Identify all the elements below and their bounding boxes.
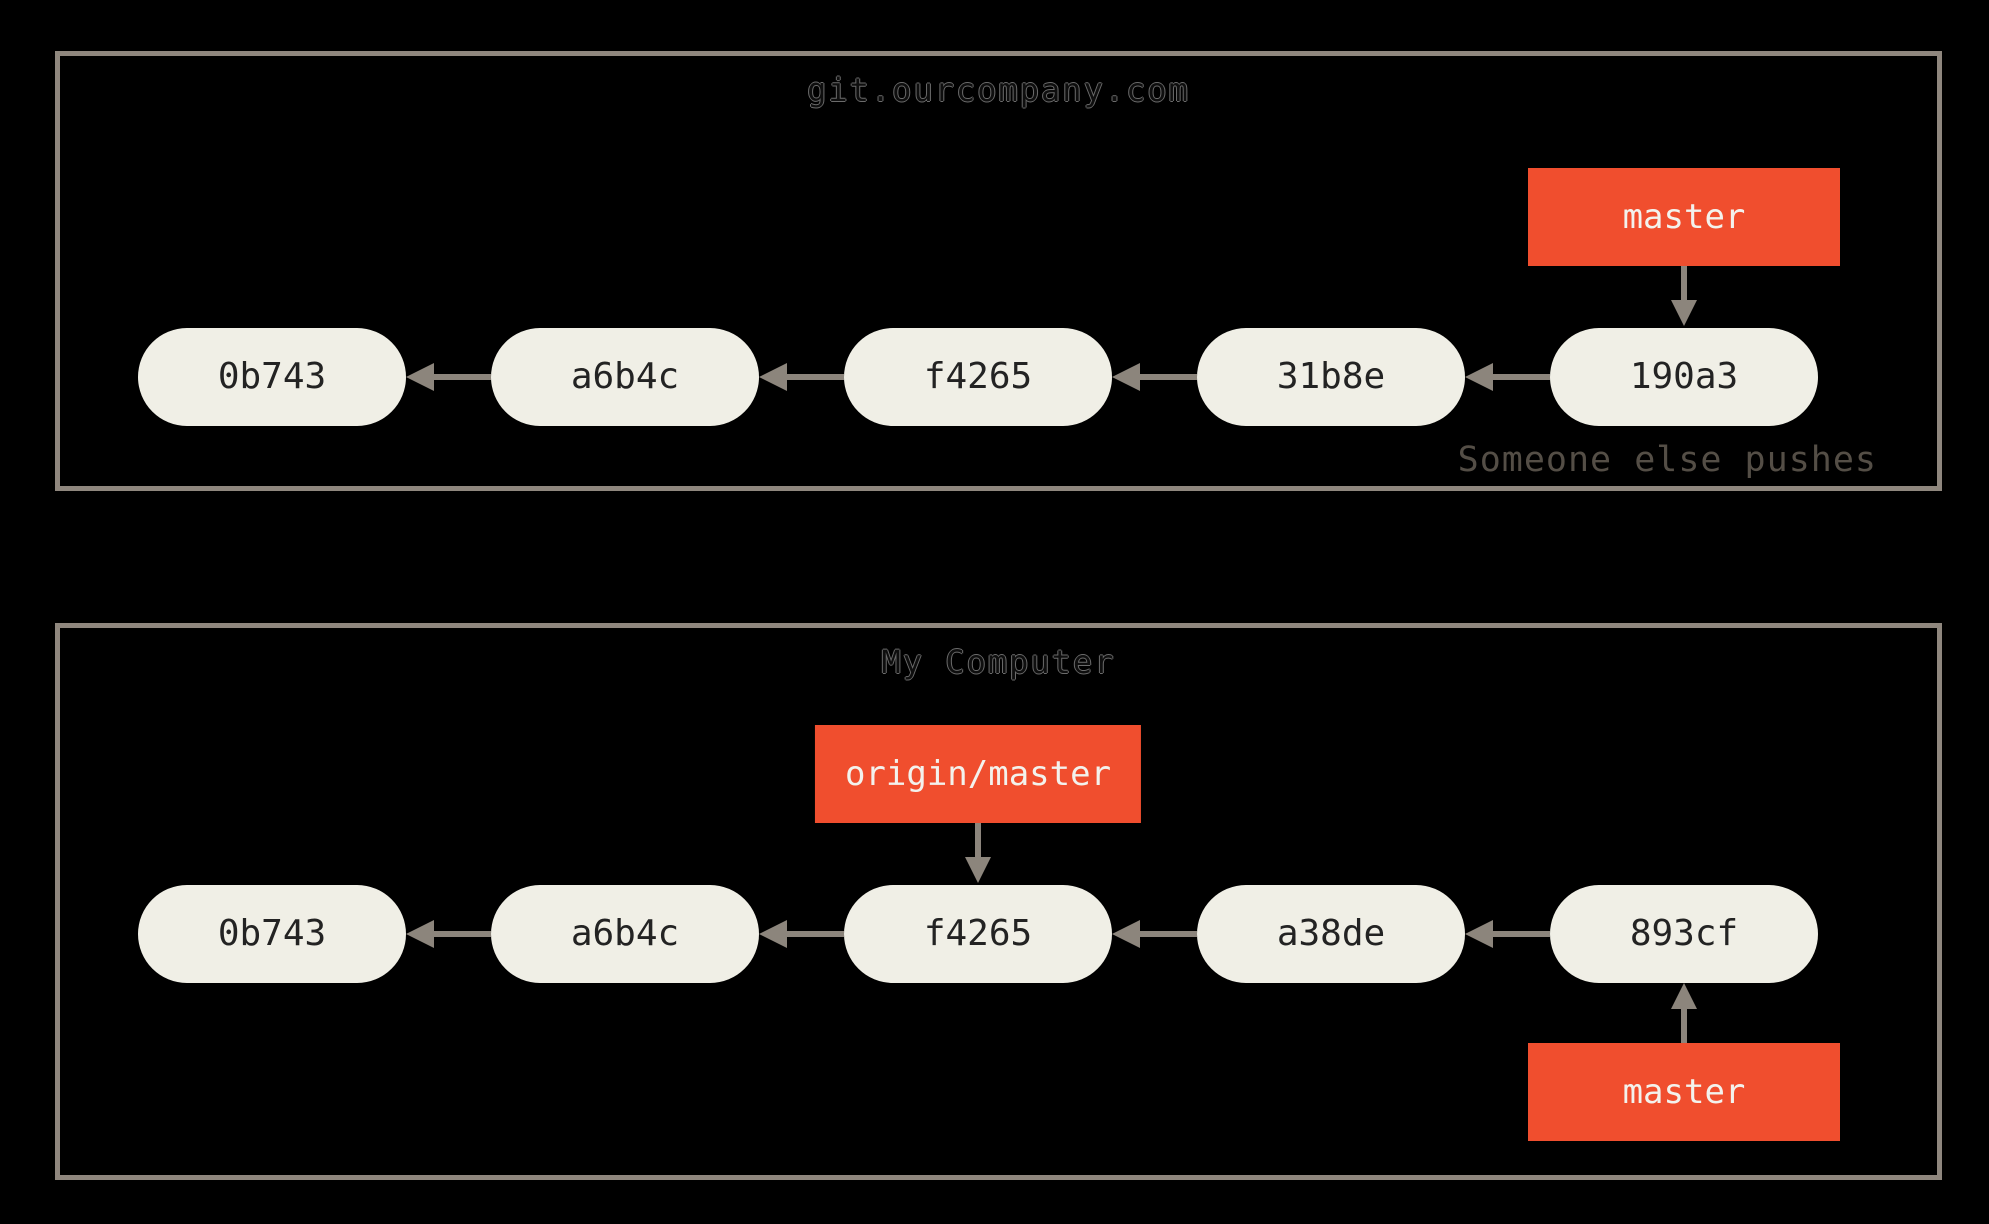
- arrow-stem: [432, 931, 491, 937]
- arrow-stem: [1138, 931, 1197, 937]
- arrowhead-left-icon: [1112, 363, 1140, 391]
- remote-repo-box: git.ourcompany.com 0b743 a6b4c f4265 31b8e 1…: [55, 51, 1942, 491]
- branch-arrow-stem: [1681, 1007, 1687, 1043]
- arrowhead-left-icon: [1465, 363, 1493, 391]
- commit-node-f4265: f4265: [844, 885, 1112, 983]
- arrowhead-left-icon: [759, 363, 787, 391]
- arrowhead-down-icon: [965, 857, 991, 883]
- remote-repo-title: git.ourcompany.com: [807, 71, 1190, 109]
- arrow-stem: [432, 374, 491, 380]
- local-commit-row: 0b743 a6b4c f4265 a38de 893cf: [138, 885, 1818, 983]
- commit-node-a6b4c: a6b4c: [491, 885, 759, 983]
- parent-arrow: [1465, 328, 1550, 426]
- branch-label-origin-master: origin/master: [814, 725, 1142, 823]
- arrowhead-left-icon: [406, 920, 434, 948]
- arrowhead-left-icon: [1465, 920, 1493, 948]
- arrow-stem: [1138, 374, 1197, 380]
- parent-arrow: [406, 885, 491, 983]
- arrowhead-left-icon: [1112, 920, 1140, 948]
- commit-node-190a3: 190a3: [1550, 328, 1818, 426]
- commit-node-a38de: a38de: [1197, 885, 1465, 983]
- arrow-stem: [785, 931, 844, 937]
- parent-arrow: [759, 328, 844, 426]
- branch-label-master: master: [1528, 1043, 1840, 1141]
- branch-label-master: master: [1528, 168, 1840, 266]
- arrow-stem: [1491, 931, 1550, 937]
- arrow-stem: [1491, 374, 1550, 380]
- arrow-stem: [785, 374, 844, 380]
- parent-arrow: [1112, 328, 1197, 426]
- parent-arrow: [406, 328, 491, 426]
- parent-arrow: [1112, 885, 1197, 983]
- arrowhead-left-icon: [406, 363, 434, 391]
- commit-node-0b743: 0b743: [138, 328, 406, 426]
- local-repo-title: My Computer: [881, 643, 1116, 681]
- parent-arrow: [759, 885, 844, 983]
- commit-node-0b743: 0b743: [138, 885, 406, 983]
- someone-else-pushes-caption: Someone else pushes: [1457, 440, 1877, 480]
- local-repo-box: My Computer 0b743 a6b4c f4265 a38de 893cf or…: [55, 623, 1942, 1180]
- branch-arrow-stem: [1681, 266, 1687, 302]
- arrowhead-left-icon: [759, 920, 787, 948]
- remote-commit-row: 0b743 a6b4c f4265 31b8e 190a3: [138, 328, 1818, 426]
- commit-node-a6b4c: a6b4c: [491, 328, 759, 426]
- commit-node-f4265: f4265: [844, 328, 1112, 426]
- arrowhead-up-icon: [1671, 983, 1697, 1009]
- branch-arrow-stem: [975, 823, 981, 859]
- commit-node-31b8e: 31b8e: [1197, 328, 1465, 426]
- arrowhead-down-icon: [1671, 300, 1697, 326]
- commit-node-893cf: 893cf: [1550, 885, 1818, 983]
- parent-arrow: [1465, 885, 1550, 983]
